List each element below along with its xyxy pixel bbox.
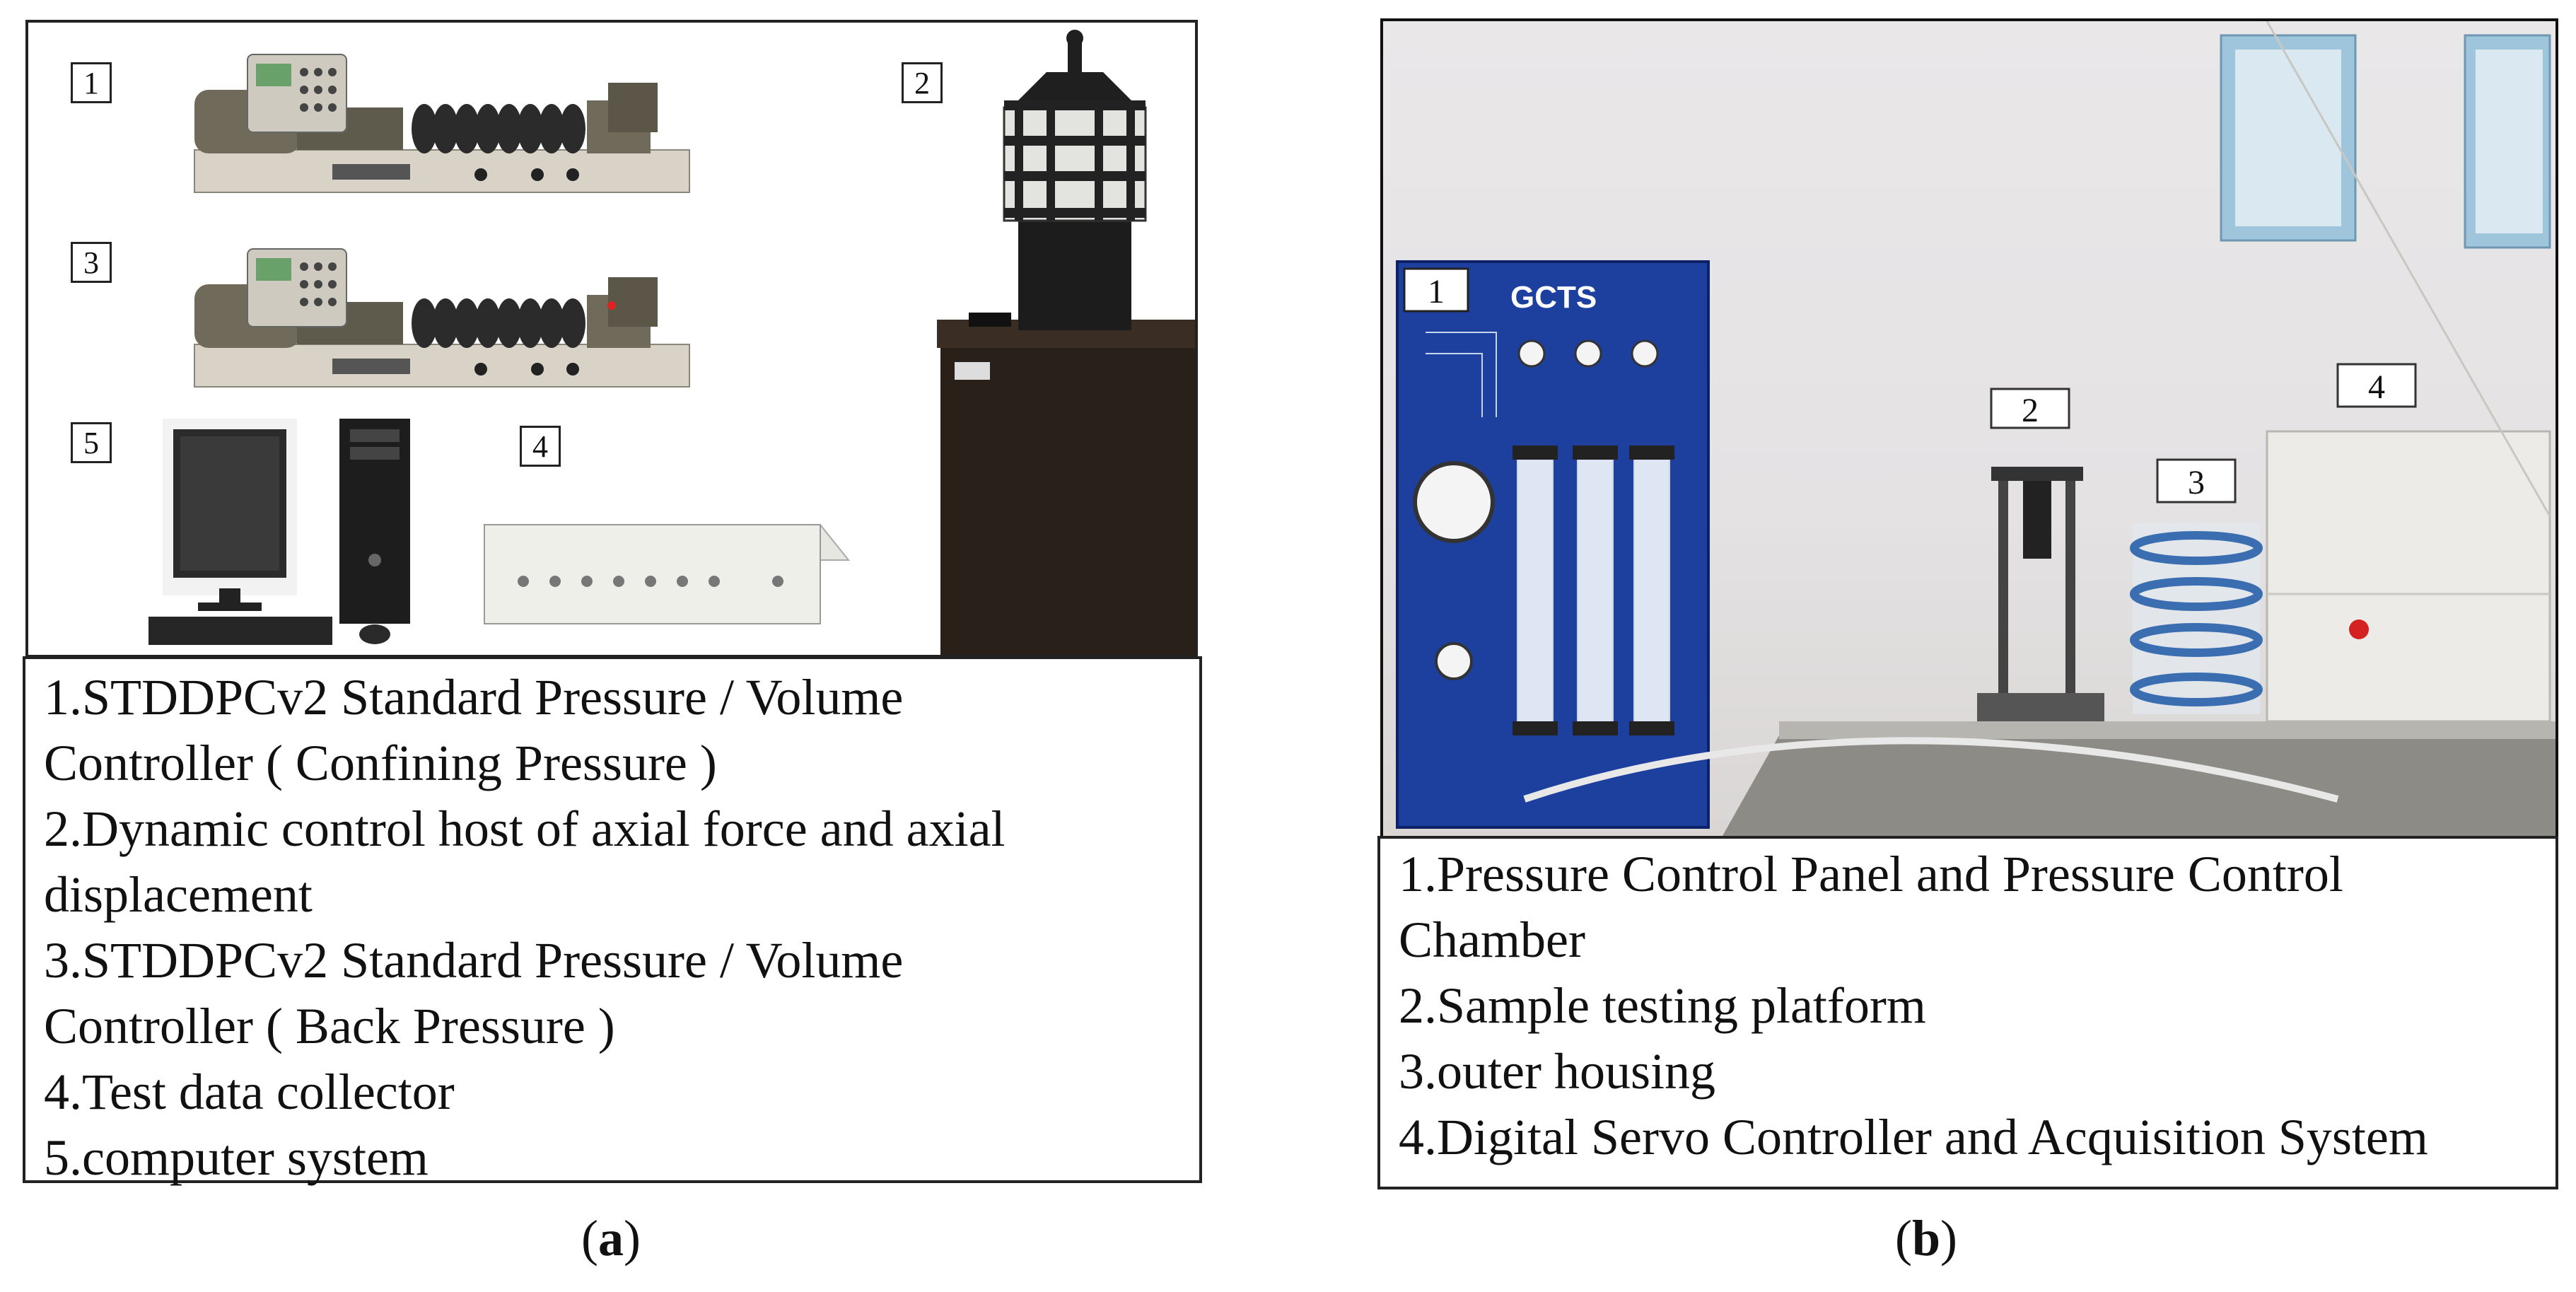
panel-b-caption-line-3: 2.Sample testing platform	[1399, 977, 1926, 1034]
marker-2-box: 2	[902, 62, 943, 103]
panel-b-caption-line-1: 1.Pressure Control Panel and Pressure Co…	[1399, 846, 2343, 902]
panel-a-caption-line-3: 2.Dynamic control host of axial force an…	[44, 801, 1006, 857]
marker-5-box: 5	[71, 422, 112, 463]
panel-b-marker-1: 1	[1428, 273, 1445, 310]
panel-b-caption-line-5: 4.Digital Servo Controller and Acquisiti…	[1399, 1109, 2428, 1165]
panel-b-label: (b)	[1895, 1209, 1957, 1268]
pressure-control-panel-image: 1 GCTS	[1396, 260, 1710, 829]
panel-b-label-open: (	[1895, 1210, 1912, 1267]
panel-a-caption-line-6: Controller ( Back Pressure )	[44, 998, 615, 1054]
panel-b-marker-4: 4	[2368, 368, 2385, 406]
marker-3-box: 3	[71, 242, 112, 283]
pressure-volume-controller-3	[194, 248, 690, 388]
panel-b-caption-line-4: 3.outer housing	[1399, 1043, 1715, 1100]
panel-a-label-close: )	[623, 1210, 641, 1267]
panel-a-caption-line-1: 1.STDDPCv2 Standard Pressure / Volume	[44, 669, 904, 726]
panel-a-caption-line-7: 4.Test data collector	[44, 1064, 455, 1120]
panel-a-photo: 1 2 3 4 5	[25, 20, 1198, 658]
panel-b-label-close: )	[1940, 1210, 1958, 1267]
panel-a-caption-line-2: Controller ( Confining Pressure )	[44, 735, 717, 791]
panel-b-caption-line-2: Chamber	[1399, 912, 1585, 968]
panel-b-marker-3: 3	[2188, 464, 2205, 501]
panel-a-caption-box: 1.STDDPCv2 Standard Pressure / Volume Co…	[23, 656, 1202, 1186]
panel-a-caption-line-8: 5.computer system	[44, 1129, 429, 1186]
panel-b-photo: 1 GCTS 2 3 4	[1380, 18, 2558, 839]
panel-a-caption-line-5: 3.STDDPCv2 Standard Pressure / Volume	[44, 932, 904, 989]
panel-b-lab-photo-illustration: 1 GCTS 2 3 4	[1396, 21, 2555, 836]
pressure-volume-controller-1	[194, 54, 690, 193]
panel-b-marker-2: 2	[2022, 392, 2039, 429]
panel-a-equipment-illustration	[148, 30, 1195, 655]
panel-b-caption-box: 1.Pressure Control Panel and Pressure Co…	[1377, 836, 2558, 1189]
panel-a-label: (a)	[581, 1209, 641, 1268]
panel-b-label-letter: b	[1911, 1210, 1941, 1267]
test-data-collector	[482, 524, 851, 624]
computer-system	[148, 419, 410, 645]
marker-4-box: 4	[520, 426, 561, 467]
digital-servo-controller-image: 4	[2266, 21, 2551, 723]
axial-force-host	[937, 30, 1195, 655]
panel-a-label-letter: a	[598, 1210, 624, 1267]
panel-a-label-open: (	[581, 1210, 598, 1267]
marker-1-box: 1	[71, 62, 112, 103]
sample-testing-platform-image: 2	[1977, 388, 2104, 721]
outer-housing-image: 3	[2130, 458, 2263, 714]
gcts-brand-text: GCTS	[1510, 280, 1597, 315]
panel-a-caption-line-4: displacement	[44, 866, 313, 923]
